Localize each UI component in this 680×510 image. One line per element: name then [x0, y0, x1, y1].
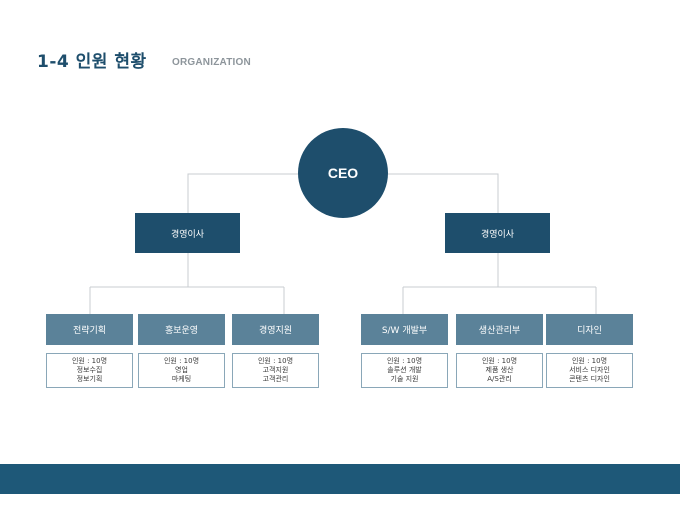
info-line: 서비스 디자인: [569, 366, 610, 374]
info-line: 인원 : 10명: [481, 357, 518, 365]
page-title: 1-4 인원 현황: [37, 52, 147, 72]
info-line: 정보수집: [76, 366, 103, 374]
department-pr: 홍보운영: [138, 314, 225, 345]
info-line: 인원 : 10명: [257, 357, 294, 365]
info-line: 고객관리: [262, 375, 289, 383]
department-info-box: 인원 : 10명 제품 생산 A/S관리: [456, 353, 543, 388]
info-line: 인원 : 10명: [71, 357, 108, 365]
department-management: 경영지원: [232, 314, 319, 345]
info-line: 마케팅: [171, 375, 192, 383]
page-subtitle: ORGANIZATION: [172, 57, 251, 68]
connector-ceo-right: [388, 173, 499, 213]
info-line: 정보기획: [76, 375, 103, 383]
info-line: 고객지원: [262, 366, 289, 374]
department-info-box: 인원 : 10명 정보수집 정보기획: [46, 353, 133, 388]
executive-node-left: 경영이사: [135, 213, 240, 253]
info-line: 인원 : 10명: [571, 357, 608, 365]
department-info-box: 인원 : 10명 솔루션 개발 기술 지원: [361, 353, 448, 388]
executive-node-right: 경영이사: [445, 213, 550, 253]
info-line: 영업: [175, 366, 188, 374]
department-sw: S/W 개발부: [361, 314, 448, 345]
info-line: 제품 생산: [485, 366, 514, 374]
info-line: 솔루션 개발: [387, 366, 422, 374]
info-line: 인원 : 10명: [386, 357, 423, 365]
department-production: 생산관리부: [456, 314, 543, 345]
department-info-box: 인원 : 10명 고객지원 고객관리: [232, 353, 319, 388]
info-line: 콘텐츠 디자인: [569, 375, 610, 383]
department-strategy: 전략기획: [46, 314, 133, 345]
connector-ceo-left: [187, 173, 298, 213]
department-info-box: 인원 : 10명 영업 마케팅: [138, 353, 225, 388]
department-design: 디자인: [546, 314, 633, 345]
department-info-box: 인원 : 10명 서비스 디자인 콘텐츠 디자인: [546, 353, 633, 388]
footer-bar: [0, 464, 680, 494]
info-line: A/S관리: [487, 375, 512, 383]
info-line: 기술 지원: [390, 375, 419, 383]
ceo-node: CEO: [298, 128, 388, 218]
info-line: 인원 : 10명: [163, 357, 200, 365]
